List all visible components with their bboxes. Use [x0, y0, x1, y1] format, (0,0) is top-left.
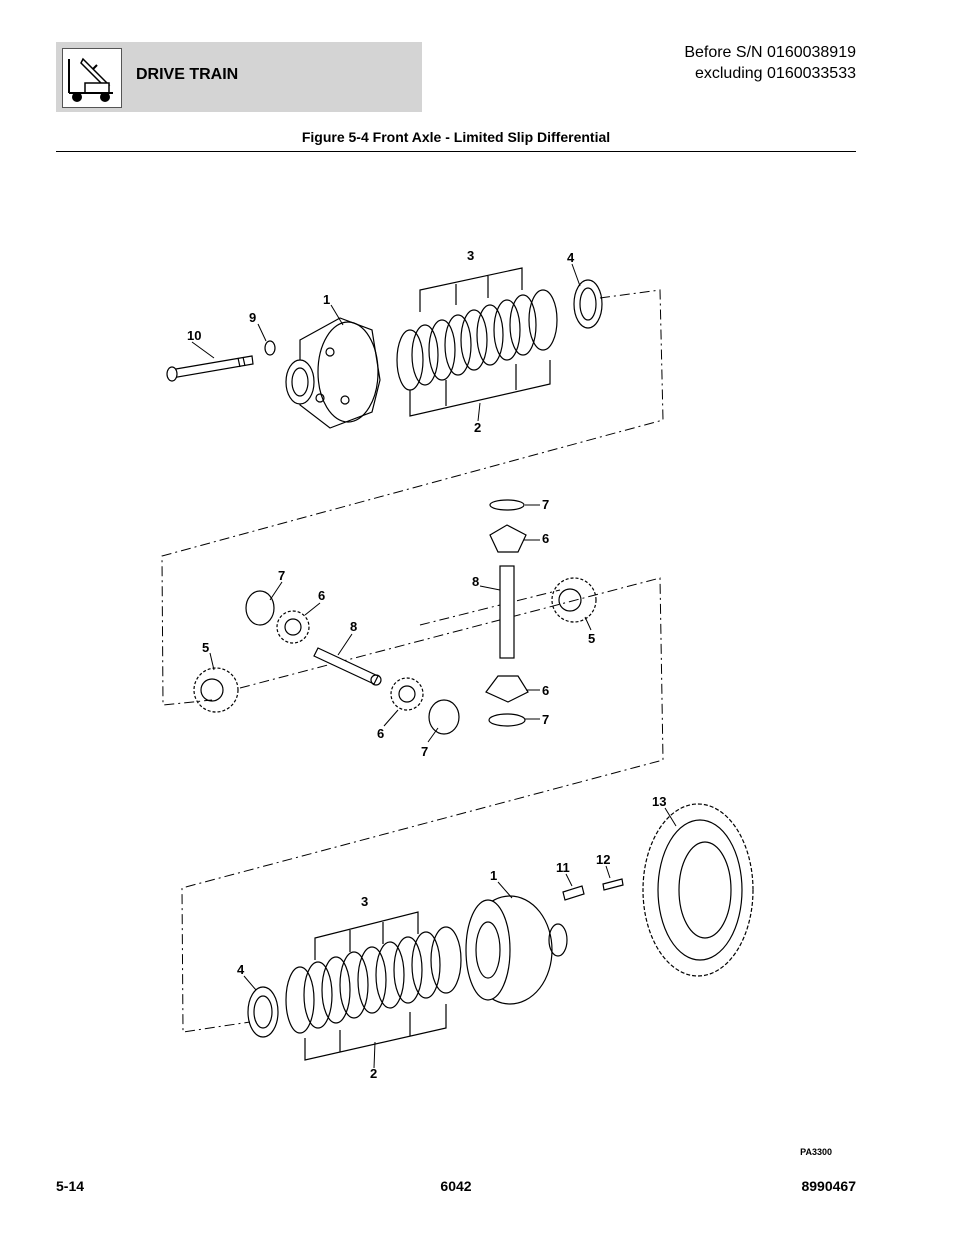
serial-line-1: Before S/N 0160038919	[684, 44, 856, 61]
roll-pin-part	[602, 878, 624, 891]
pinion-gear-part	[489, 524, 527, 553]
callout-9: 9	[249, 310, 256, 325]
callout-6-lower-right: 6	[542, 683, 549, 698]
telehandler-logo-icon	[62, 48, 122, 108]
differential-case-part	[285, 317, 381, 429]
model-number: 6042	[440, 1178, 472, 1194]
thrust-washer-part	[573, 279, 603, 329]
callout-5-right: 5	[588, 631, 595, 646]
callout-2-bottom: 2	[370, 1066, 377, 1081]
callout-7-lower-right: 7	[542, 712, 549, 727]
roll-pin-part	[562, 885, 585, 901]
side-gear-washer-part	[245, 590, 275, 626]
callout-1-bottom: 1	[490, 868, 497, 883]
document-number: 8990467	[801, 1178, 856, 1194]
pinion-gear-part	[390, 677, 424, 711]
pinion-shaft-part	[499, 565, 515, 659]
ring-gear-part	[642, 803, 754, 977]
callout-7-left: 7	[278, 568, 285, 583]
callout-13: 13	[652, 794, 666, 809]
callout-2-top: 2	[474, 420, 481, 435]
header-divider	[56, 151, 856, 152]
callout-5-left: 5	[202, 640, 209, 655]
page-number: 5-14	[56, 1178, 85, 1194]
figure-reference-code: PA3300	[800, 1147, 832, 1157]
callout-7-lower-left: 7	[421, 744, 428, 759]
callout-12: 12	[596, 852, 610, 867]
callout-6-upper-right: 6	[542, 531, 549, 546]
clutch-disc-stack-part	[285, 926, 462, 1034]
thrust-washer-part	[247, 986, 279, 1038]
clutch-disc-stack-part	[396, 289, 558, 391]
serial-line-2: excluding 0160033533	[694, 65, 856, 82]
callout-3-bottom: 3	[361, 894, 368, 909]
figure-title: Figure 5-4 Front Axle - Limited Slip Dif…	[301, 129, 611, 145]
callout-6-left: 6	[318, 588, 325, 603]
pinion-washer-part	[489, 499, 525, 511]
callout-1-top: 1	[323, 292, 330, 307]
differential-case-part	[465, 895, 568, 1005]
callout-4-bottom: 4	[237, 962, 245, 977]
side-gear-part	[551, 577, 597, 623]
washer-part	[264, 340, 276, 356]
callout-11: 11	[556, 860, 570, 875]
callout-8-right: 8	[472, 574, 479, 589]
bolt-part	[166, 355, 254, 382]
side-gear-washer-part	[428, 699, 460, 735]
section-header: DRIVE TRAIN	[56, 42, 422, 112]
section-title: DRIVE TRAIN	[136, 66, 239, 83]
pinion-gear-part	[485, 675, 529, 703]
callout-7-upper-right: 7	[542, 497, 549, 512]
serial-applicability: Before S/N 0160038919 excluding 01600335…	[684, 42, 856, 84]
pinion-gear-part	[276, 610, 310, 644]
pinion-washer-part	[488, 713, 526, 727]
callout-6-lower-left: 6	[377, 726, 384, 741]
callout-4-top: 4	[567, 250, 575, 265]
side-gear-part	[193, 667, 239, 713]
callout-8-left: 8	[350, 619, 357, 634]
callout-10: 10	[187, 328, 201, 343]
callout-3-top: 3	[467, 248, 474, 263]
